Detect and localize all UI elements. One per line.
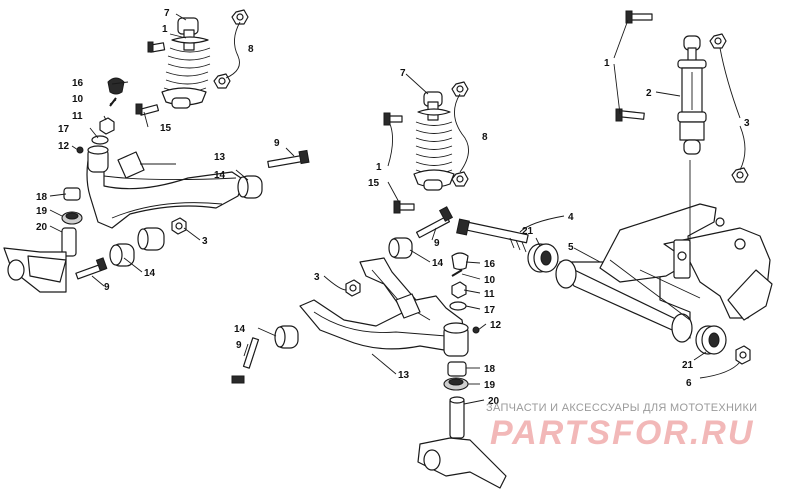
middle-arm-bolt-lower: [231, 337, 260, 384]
leader-lines: [49, 13, 746, 405]
middle-snap-ring-17: [449, 301, 467, 311]
callout-11-mid: 11: [484, 289, 495, 300]
callout-1-mid: 1: [376, 162, 382, 173]
left-upper-a-arm: [86, 145, 245, 229]
left-shock-nut-lower: [213, 73, 231, 89]
callout-9-left-upper: 9: [274, 138, 280, 149]
left-bushing-lower: [109, 227, 165, 267]
callout-9-mid-upper: 9: [434, 238, 440, 249]
callout-18-mid: 18: [484, 364, 496, 375]
middle-boot-16: [451, 252, 469, 271]
callout-7-left: 7: [164, 8, 170, 19]
callout-9-left-lower: 9: [104, 282, 110, 293]
left-grease-fitting-12: [76, 146, 84, 154]
callout-10-mid: 10: [484, 275, 496, 286]
middle-castle-nut-11: [451, 281, 467, 299]
callout-8-left: 8: [248, 44, 254, 55]
middle-shock-absorber: [413, 91, 455, 191]
middle-ball-joint-18: [447, 361, 467, 377]
callout-12-mid: 12: [490, 320, 502, 331]
callout-14-mid-lower: 14: [234, 324, 246, 335]
left-shock-absorber: [161, 17, 211, 109]
callout-18-left: 18: [36, 192, 48, 203]
left-arm-bolt-lower: [75, 257, 108, 280]
callout-15-left: 15: [160, 123, 172, 134]
middle-arm-bolt-upper: [415, 206, 454, 239]
middle-arm-nut: [345, 279, 361, 297]
middle-grease-fitting-12: [472, 326, 480, 334]
left-shock-upper-bolt: [147, 41, 166, 53]
middle-bearing-19: [443, 377, 469, 391]
callout-10-left: 10: [72, 94, 84, 105]
left-arm-bolt-upper: [267, 149, 310, 169]
callout-6-right: 6: [686, 378, 692, 389]
left-castle-nut-11: [99, 117, 115, 135]
right-nut-6: [735, 345, 751, 365]
callout-14-left-upper: 14: [214, 170, 226, 181]
left-bearing-19: [61, 211, 83, 225]
left-shock-nut-upper: [231, 9, 249, 25]
callout-16-left: 16: [72, 78, 84, 89]
left-boot-16: [107, 77, 125, 95]
callout-7-mid: 7: [400, 68, 406, 79]
callout-12-left: 12: [58, 141, 70, 152]
middle-spindle: [417, 396, 507, 489]
callout-14-mid-upper: 14: [432, 258, 444, 269]
middle-lower-a-arm: [299, 257, 469, 357]
middle-cotter-pin-10: [451, 269, 463, 277]
right-long-bolt: [456, 218, 529, 253]
left-bushing-upper: [237, 175, 263, 199]
callout-21-right-lower: 21: [682, 360, 694, 371]
callout-9-mid-lower: 9: [236, 340, 242, 351]
right-nut-lower: [731, 167, 749, 183]
left-arm-nut: [171, 217, 187, 235]
callout-17-mid: 17: [484, 305, 496, 316]
callout-16-mid: 16: [484, 259, 496, 270]
callout-17-left: 17: [58, 124, 70, 135]
middle-shock-lower-bolt: [393, 200, 415, 214]
left-shock-lower-bolt: [135, 103, 160, 116]
callout-15-mid: 15: [368, 178, 380, 189]
middle-bushing-lower: [274, 325, 299, 349]
callout-5-right: 5: [568, 242, 574, 253]
callout-2-right: 2: [646, 88, 652, 99]
callout-labels: 7 1 8 16 10 11 15 17 12 13 9 14 18 19 20…: [36, 8, 750, 407]
callout-4-right: 4: [568, 212, 574, 223]
middle-shock-nut-lower: [451, 171, 469, 187]
callout-3-left: 3: [202, 236, 208, 247]
right-swing-arm: [555, 203, 773, 343]
callout-11-left: 11: [72, 111, 83, 122]
middle-shock-upper-bolt: [383, 112, 403, 126]
callout-1-right: 1: [604, 58, 610, 69]
callout-20-left: 20: [36, 222, 48, 233]
right-bushing-21-upper: [527, 243, 559, 273]
watermark-logo: PARTSFOR.RU: [490, 414, 755, 452]
callout-14-left-lower: 14: [144, 268, 156, 279]
callout-3-right: 3: [744, 118, 750, 129]
callout-13-left: 13: [214, 152, 226, 163]
left-snap-ring-17: [91, 135, 109, 145]
callout-3-mid: 3: [314, 272, 320, 283]
callout-21-right-upper: 21: [522, 226, 534, 237]
callout-19-mid: 19: [484, 380, 496, 391]
right-lower-bolt: [615, 108, 645, 122]
callout-20-mid: 20: [488, 396, 500, 407]
right-bushing-21-lower: [695, 325, 727, 355]
middle-bushing-upper: [388, 237, 413, 259]
callout-13-mid: 13: [398, 370, 410, 381]
right-upper-bolt: [625, 10, 653, 24]
watermark-subtitle: ЗАПЧАСТИ И АКСЕССУАРЫ ДЛЯ МОТОТЕХНИКИ: [486, 402, 758, 414]
middle-shock-nut-upper: [451, 81, 469, 97]
left-ball-joint-18: [63, 187, 81, 201]
left-spindle: [3, 227, 77, 293]
callout-19-left: 19: [36, 206, 48, 217]
right-nut-upper: [709, 33, 727, 49]
callout-8-mid: 8: [482, 132, 488, 143]
callout-1-left: 1: [162, 24, 168, 35]
right-shock-absorber: [677, 35, 707, 155]
